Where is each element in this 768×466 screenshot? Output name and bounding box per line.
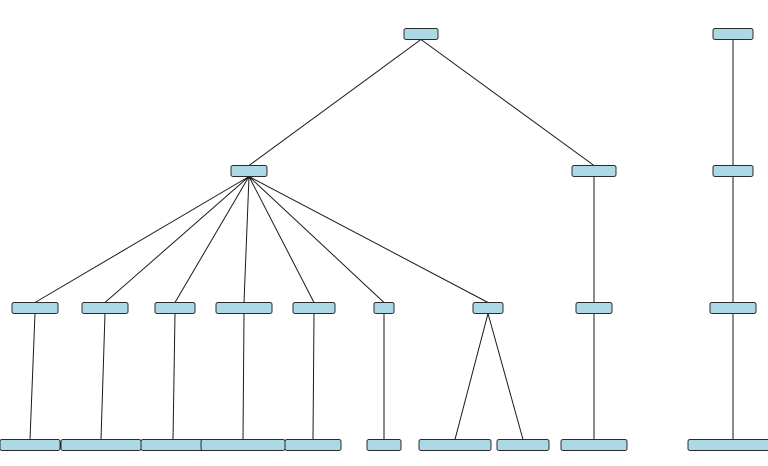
node-box xyxy=(418,439,492,451)
node-box xyxy=(496,439,550,451)
node-box xyxy=(712,165,754,177)
tree-node-n18 xyxy=(496,439,550,451)
node-box xyxy=(81,302,129,314)
tree-node-n1 xyxy=(230,165,268,177)
node-box xyxy=(60,439,142,451)
node-box xyxy=(575,302,613,314)
tree-node-r0 xyxy=(712,28,754,40)
edge-n3-n11 xyxy=(29,313,36,440)
tree-node-n10 xyxy=(575,302,613,314)
tree-node-n7 xyxy=(292,302,336,314)
edge-n9-n18 xyxy=(487,313,524,440)
tree-node-n3 xyxy=(11,302,59,314)
tree-node-n15 xyxy=(284,439,342,451)
node-box xyxy=(11,302,59,314)
tree-node-r3 xyxy=(687,439,768,451)
node-box xyxy=(709,302,757,314)
tree-node-n14 xyxy=(200,439,286,451)
tree-node-r2 xyxy=(709,302,757,314)
node-box xyxy=(712,28,754,40)
node-box xyxy=(292,302,336,314)
nodes-layer xyxy=(0,28,768,451)
edge-n1-n8 xyxy=(248,176,385,303)
edges-layer xyxy=(29,39,734,440)
tree-node-n6 xyxy=(215,302,273,314)
node-box xyxy=(560,439,628,451)
tree-node-n0 xyxy=(403,28,439,40)
tree-node-n2 xyxy=(571,165,617,177)
edge-n4-n12 xyxy=(100,313,106,440)
edge-n1-n6 xyxy=(243,176,250,303)
tree-node-n12 xyxy=(60,439,142,451)
tree-node-n4 xyxy=(81,302,129,314)
edge-n1-n7 xyxy=(248,176,315,303)
node-box xyxy=(140,439,206,451)
node-box xyxy=(472,302,504,314)
edge-n7-n15 xyxy=(312,313,315,440)
node-box xyxy=(366,439,402,451)
edge-n0-n2 xyxy=(420,39,595,166)
tree-node-n13 xyxy=(140,439,206,451)
tree-node-n9 xyxy=(472,302,504,314)
tree-node-n11 xyxy=(0,439,61,451)
edge-n9-n17 xyxy=(454,313,489,440)
edge-n1-n5 xyxy=(174,176,250,303)
node-box xyxy=(403,28,439,40)
edge-n1-n9 xyxy=(248,176,489,303)
node-box xyxy=(687,439,768,451)
node-box xyxy=(200,439,286,451)
edge-n1-n4 xyxy=(104,176,250,303)
tree-node-n16 xyxy=(366,439,402,451)
edge-n5-n13 xyxy=(172,313,176,440)
tree-node-n8 xyxy=(373,302,395,314)
edge-n1-n3 xyxy=(34,176,250,303)
node-box xyxy=(571,165,617,177)
node-box xyxy=(215,302,273,314)
tree-node-n19 xyxy=(560,439,628,451)
node-box xyxy=(154,302,196,314)
edge-n6-n14 xyxy=(242,313,245,440)
node-box xyxy=(373,302,395,314)
tree-node-r1 xyxy=(712,165,754,177)
node-box xyxy=(230,165,268,177)
edge-n0-n1 xyxy=(248,39,422,166)
node-box xyxy=(284,439,342,451)
node-box xyxy=(0,439,61,451)
tree-node-n5 xyxy=(154,302,196,314)
tree-node-n17 xyxy=(418,439,492,451)
